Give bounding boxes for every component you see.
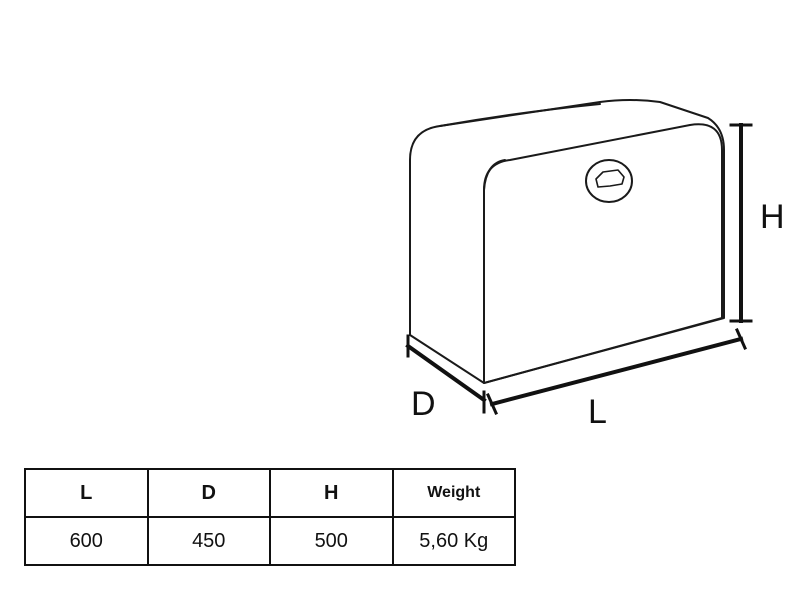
spec-header-row: L D H Weight: [24, 468, 516, 518]
height-label: H: [760, 198, 785, 236]
height-dimension-line: [729, 123, 753, 323]
spec-value-depth: 450: [146, 516, 271, 566]
spec-value-weight: 5,60 Kg: [391, 516, 516, 566]
spec-header-depth: D: [146, 468, 271, 518]
length-label: L: [588, 393, 607, 431]
spec-value-length: 600: [24, 516, 149, 566]
lock-emblem-icon: [585, 159, 633, 203]
dimension-spec-table: L D H Weight 600 450 500 5,60 Kg: [24, 468, 516, 566]
box-outline: [409, 99, 725, 384]
length-dimension-line: [486, 328, 747, 415]
box-front-face: [483, 123, 723, 384]
depth-dimension-line: [405, 334, 487, 414]
storage-box-icon: [409, 99, 725, 384]
spec-header-length: L: [24, 468, 149, 518]
spec-header-height: H: [269, 468, 394, 518]
spec-value-row: 600 450 500 5,60 Kg: [24, 516, 516, 566]
box-lid-edge: [439, 103, 601, 127]
spec-header-weight: Weight: [391, 468, 516, 518]
spec-value-height: 500: [269, 516, 394, 566]
depth-label: D: [411, 385, 436, 423]
